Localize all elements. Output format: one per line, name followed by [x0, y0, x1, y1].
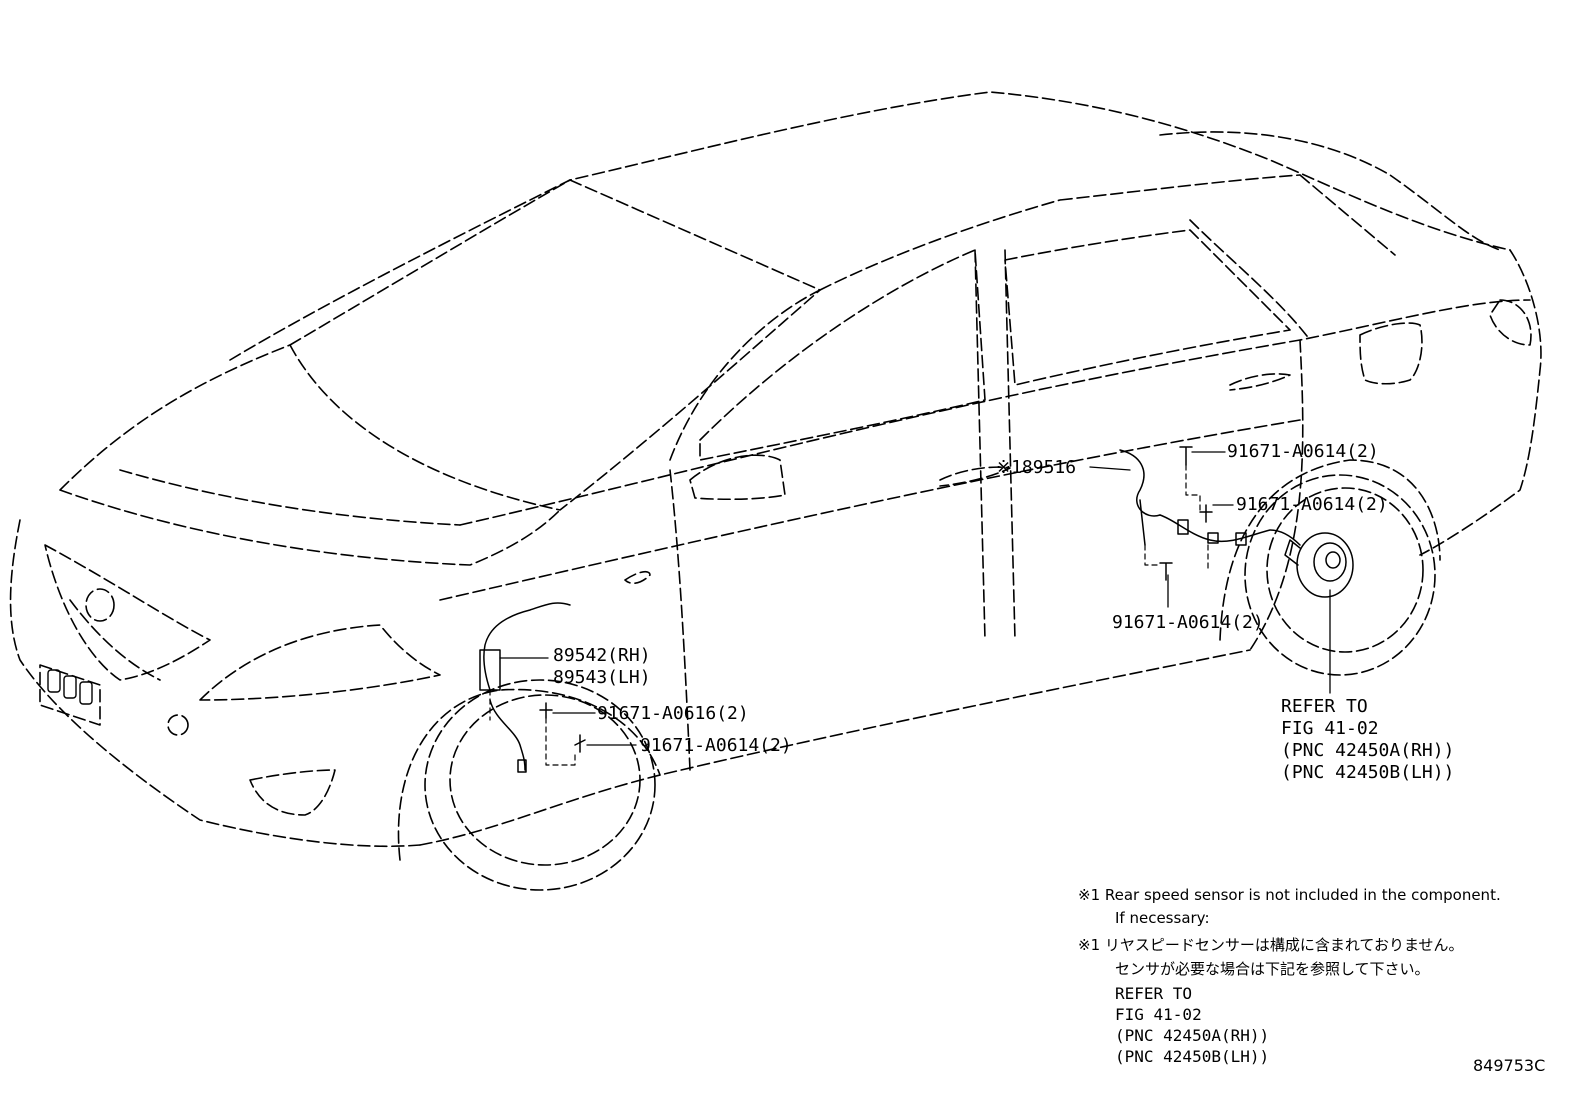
roof-outline — [229, 91, 1511, 361]
tail-lamp — [1489, 299, 1532, 346]
rear-tire-inner — [1266, 487, 1424, 653]
front-emblem — [85, 588, 115, 622]
lower-intake — [249, 769, 336, 816]
rear-end — [1419, 249, 1542, 556]
rear-sensor-harness — [1119, 449, 1301, 546]
side-marker — [624, 570, 651, 585]
trunk-lid — [1159, 131, 1501, 256]
note-ref-3: (PNC 42450A(RH)) — [1115, 1026, 1270, 1045]
figure-id: 849753C — [1473, 1056, 1546, 1075]
side-window-rear — [1004, 229, 1291, 386]
grille-top — [44, 544, 211, 681]
label-rear-speed-sensor: ※189516 — [996, 457, 1077, 478]
label-bolt-rear-low: 91671-A0614(2) — [1112, 612, 1264, 633]
label-bolt-front-a: 91671-A0616(2) — [597, 703, 749, 724]
plate — [39, 664, 101, 726]
front-tire — [424, 679, 656, 891]
front-door-rear-edge — [1004, 249, 1016, 641]
refer-line-2: FIG 41-02 — [1281, 718, 1379, 739]
refer-line-3: (PNC 42450A(RH)) — [1281, 740, 1455, 761]
label-bolt-rear-top: 91671-A0614(2) — [1227, 441, 1379, 462]
plate-slot-2 — [63, 675, 77, 699]
rear-tire — [1244, 474, 1436, 676]
front-door-front-edge — [669, 469, 691, 771]
dashed-subleaders — [489, 464, 1209, 766]
c-pillar — [1189, 219, 1311, 341]
rocker-line — [419, 649, 1251, 846]
refer-line-1: REFER TO — [1281, 696, 1368, 717]
belt-line — [459, 299, 1531, 526]
note-jp-1: ※1 リヤスピードセンサーは構成に含まれておりません。 — [1078, 936, 1464, 954]
note-ref-4: (PNC 42450B(LH)) — [1115, 1047, 1270, 1066]
b-pillar — [974, 249, 986, 641]
windshield — [289, 179, 821, 511]
front-tire-inner — [449, 694, 641, 866]
front-wheel-arch — [397, 688, 661, 861]
side-mirror — [689, 454, 786, 501]
front-door-handle — [939, 466, 1011, 487]
note-en-1: ※1 Rear speed sensor is not included in … — [1078, 886, 1501, 904]
leader-lines — [499, 451, 1331, 746]
note-ref-1: REFER TO — [1115, 984, 1193, 1003]
rear-bolts — [1159, 446, 1213, 581]
note-en-2: If necessary: — [1115, 909, 1210, 927]
rear-hub — [1284, 532, 1354, 598]
headlamp — [199, 624, 441, 701]
refer-line-4: (PNC 42450B(LH)) — [1281, 762, 1455, 783]
rear-door-rear-edge — [1249, 339, 1304, 651]
plate-slot-3 — [79, 681, 93, 705]
label-bolt-rear-mid: 91671-A0614(2) — [1236, 494, 1388, 515]
side-character — [439, 419, 1301, 601]
grille-bar — [69, 599, 161, 681]
front-sensor-harness — [479, 602, 586, 773]
fuel-door — [1359, 322, 1423, 385]
hood — [59, 344, 561, 566]
roof-panel — [569, 174, 1301, 291]
label-front-sensor-lh: 89543(LH) — [553, 667, 651, 688]
note-ref-2: FIG 41-02 — [1115, 1005, 1202, 1024]
fog-lamp — [167, 714, 189, 736]
rear-wheel-arch — [1219, 459, 1441, 641]
plate-slot-1 — [47, 669, 61, 693]
label-bolt-front-b: 91671-A0614(2) — [640, 735, 792, 756]
a-pillar — [669, 289, 821, 461]
label-front-sensor-rh: 89542(RH) — [553, 645, 651, 666]
side-window-front — [699, 249, 986, 461]
rear-door-handle — [1229, 373, 1291, 391]
front-fascia — [9, 519, 421, 848]
note-jp-2: センサが必要な場合は下記を参照して下さい。 — [1115, 960, 1430, 978]
